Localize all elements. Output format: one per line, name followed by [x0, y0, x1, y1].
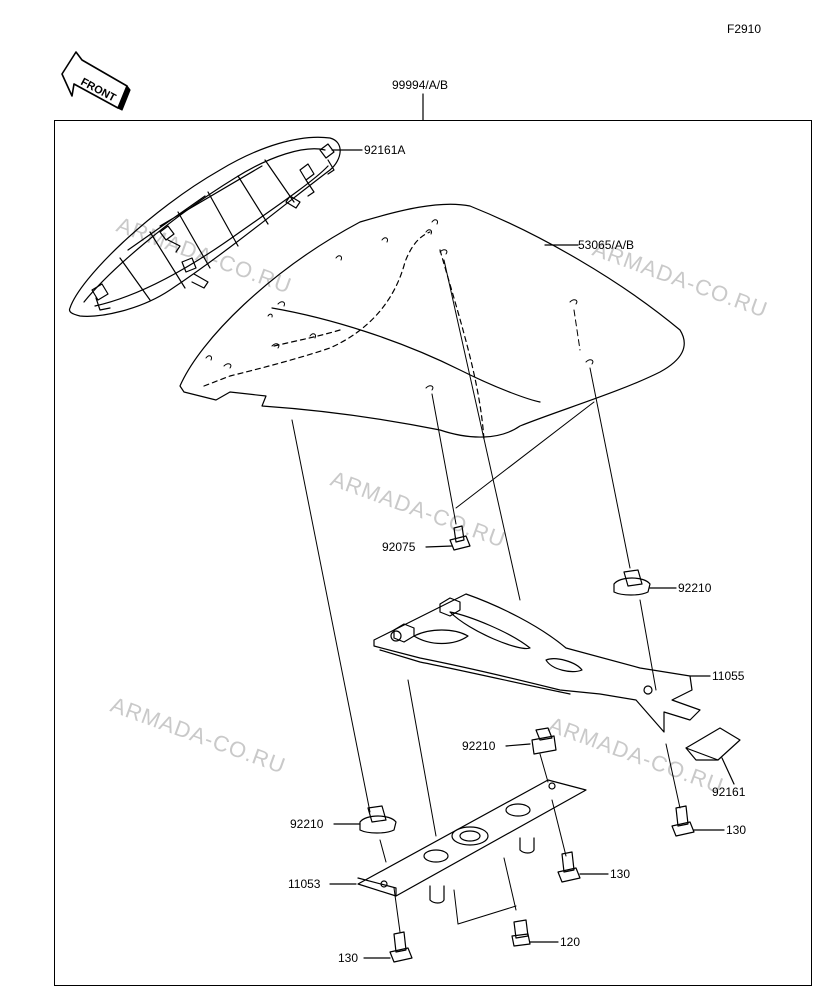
nut-92210-left [333, 805, 397, 834]
callout-bolt-130-center: 130 [610, 867, 631, 881]
callout-bracket-11055: 11055 [712, 669, 745, 683]
bolt-130-left [363, 931, 413, 963]
bracket-11053 [329, 779, 587, 904]
bolt-120 [511, 919, 559, 947]
diagram-frame [54, 120, 812, 986]
alignment-lines [291, 259, 681, 933]
leader-line [425, 545, 453, 548]
callout-nut-92210-center: 92210 [462, 739, 496, 753]
callout-bolt-130-right: 130 [726, 823, 747, 837]
pad-92161 [685, 727, 741, 785]
nut-92210-right [613, 569, 677, 596]
callout-pad-92161: 92161 [712, 785, 746, 799]
front-arrow-icon: FRONT [61, 51, 131, 111]
assembly-part-number: 99994/A/B [392, 78, 449, 92]
seat-cover-frame [68, 136, 363, 317]
bolt-130-center [557, 851, 609, 883]
figure-id: F2910 [727, 22, 762, 36]
bolt-92075 [425, 525, 471, 551]
bolt-130-right [671, 805, 725, 837]
callout-seat-cover: 53065/A/B [578, 238, 635, 252]
callout-bolt-92075: 92075 [382, 540, 416, 554]
nut-92210-center [505, 727, 557, 755]
leader-line [505, 743, 531, 747]
leader-line [721, 757, 735, 785]
seat-cover [179, 203, 685, 441]
callout-nut-92210-left: 92210 [290, 817, 324, 831]
callout-bracket-11053: 11053 [288, 877, 321, 891]
callout-nut-92210-right: 92210 [678, 581, 712, 595]
callout-bolt-120: 120 [560, 935, 581, 949]
callout-seat-cover-frame: 92161A [364, 143, 406, 157]
callout-bolt-130-left: 130 [338, 951, 359, 965]
bracket-11055 [373, 593, 711, 733]
